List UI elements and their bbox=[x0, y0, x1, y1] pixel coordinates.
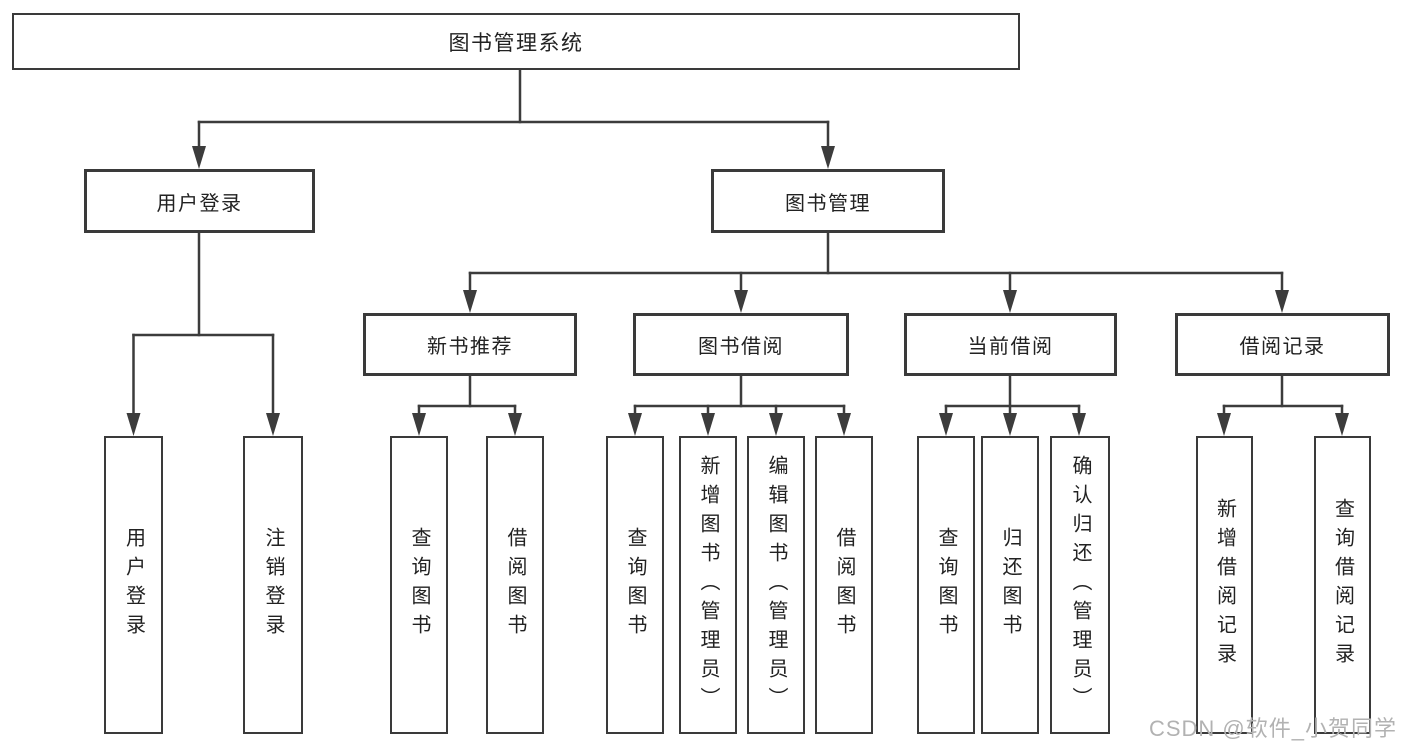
leaf-query-books-current: 查询图书 bbox=[917, 436, 975, 734]
csdn-watermark: CSDN @软件_小贺同学 bbox=[1148, 716, 1397, 741]
leaf-edit-books-admin-label: 编辑图书（管理员） bbox=[765, 454, 787, 716]
leaf-borrow-books-recommend: 借阅图书 bbox=[486, 436, 544, 734]
leaf-query-books-recommend: 查询图书 bbox=[390, 436, 448, 734]
leaf-query-books-current-label: 查询图书 bbox=[935, 527, 957, 643]
node-borrowing-records-label: 借阅记录 bbox=[1239, 336, 1326, 358]
leaf-edit-books-admin: 编辑图书（管理员） bbox=[747, 436, 805, 734]
leaf-user-login-label: 用户登录 bbox=[122, 527, 145, 643]
node-system-root: 图书管理系统 bbox=[12, 13, 1020, 70]
node-borrowing-records: 借阅记录 bbox=[1175, 313, 1390, 376]
leaf-add-books-admin-label: 新增图书（管理员） bbox=[697, 454, 719, 716]
leaf-user-login: 用户登录 bbox=[104, 436, 163, 734]
node-book-borrowing-label: 图书借阅 bbox=[698, 336, 784, 358]
node-new-book-recommend: 新书推荐 bbox=[363, 313, 577, 376]
node-user-login-label: 用户登录 bbox=[156, 192, 243, 215]
leaf-confirm-return-admin: 确认归还（管理员） bbox=[1050, 436, 1110, 734]
leaf-query-books-borrowing-label: 查询图书 bbox=[624, 527, 646, 643]
leaf-add-books-admin: 新增图书（管理员） bbox=[679, 436, 737, 734]
leaf-query-books-borrowing: 查询图书 bbox=[606, 436, 664, 734]
leaf-query-borrow-record-label: 查询借阅记录 bbox=[1331, 498, 1354, 672]
leaf-query-borrow-record: 查询借阅记录 bbox=[1314, 436, 1371, 734]
leaf-query-books-recommend-label: 查询图书 bbox=[408, 527, 430, 643]
leaf-logout-label: 注销登录 bbox=[262, 527, 284, 643]
leaf-return-books: 归还图书 bbox=[981, 436, 1039, 734]
node-current-borrowing-label: 当前借阅 bbox=[967, 336, 1054, 358]
node-current-borrowing: 当前借阅 bbox=[904, 313, 1117, 376]
node-book-management-label: 图书管理 bbox=[785, 192, 871, 215]
node-user-login: 用户登录 bbox=[84, 169, 315, 233]
leaf-add-borrow-record-label: 新增借阅记录 bbox=[1213, 498, 1236, 672]
node-new-book-recommend-label: 新书推荐 bbox=[427, 336, 513, 358]
leaf-add-borrow-record: 新增借阅记录 bbox=[1196, 436, 1253, 734]
leaf-return-books-label: 归还图书 bbox=[999, 527, 1021, 643]
leaf-confirm-return-admin-label: 确认归还（管理员） bbox=[1069, 454, 1091, 716]
leaf-logout: 注销登录 bbox=[243, 436, 303, 734]
leaf-borrow-books-recommend-label: 借阅图书 bbox=[504, 527, 526, 643]
leaf-borrow-books: 借阅图书 bbox=[815, 436, 873, 734]
node-system-root-label: 图书管理系统 bbox=[448, 31, 584, 55]
node-book-borrowing: 图书借阅 bbox=[633, 313, 849, 376]
leaf-borrow-books-label: 借阅图书 bbox=[833, 527, 855, 643]
node-book-management: 图书管理 bbox=[711, 169, 945, 233]
